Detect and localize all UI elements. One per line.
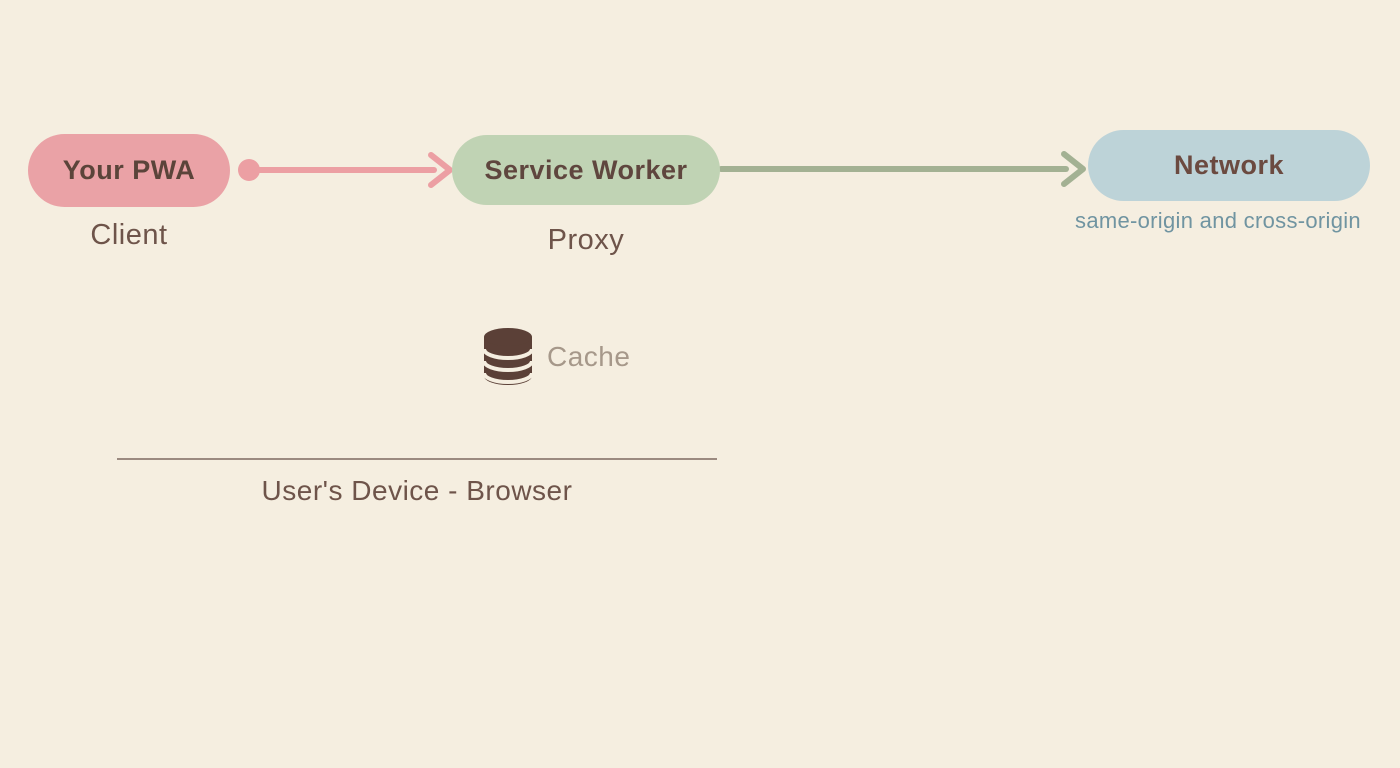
node-service-worker-label: Service Worker [484, 154, 688, 185]
node-your-pwa-label: Your PWA [62, 155, 196, 185]
node-network-sublabel: same-origin and cross-origin [1075, 208, 1361, 233]
database-icon [483, 328, 533, 385]
device-boundary-line [117, 458, 717, 460]
cache-label: Cache [547, 340, 631, 372]
node-your-pwa-sublabel: Client [90, 219, 168, 251]
arrow-pwa-to-service-worker [238, 152, 453, 188]
node-service-worker-sublabel: Proxy [547, 224, 625, 256]
arrow-service-worker-to-network [718, 151, 1086, 187]
cache-group: Cache [483, 328, 630, 385]
node-network: Network [1088, 130, 1370, 201]
node-your-pwa: Your PWA [28, 134, 230, 207]
device-boundary-label: User's Device - Browser [261, 475, 573, 506]
node-service-worker: Service Worker [452, 135, 720, 205]
node-network-label: Network [1173, 150, 1285, 180]
